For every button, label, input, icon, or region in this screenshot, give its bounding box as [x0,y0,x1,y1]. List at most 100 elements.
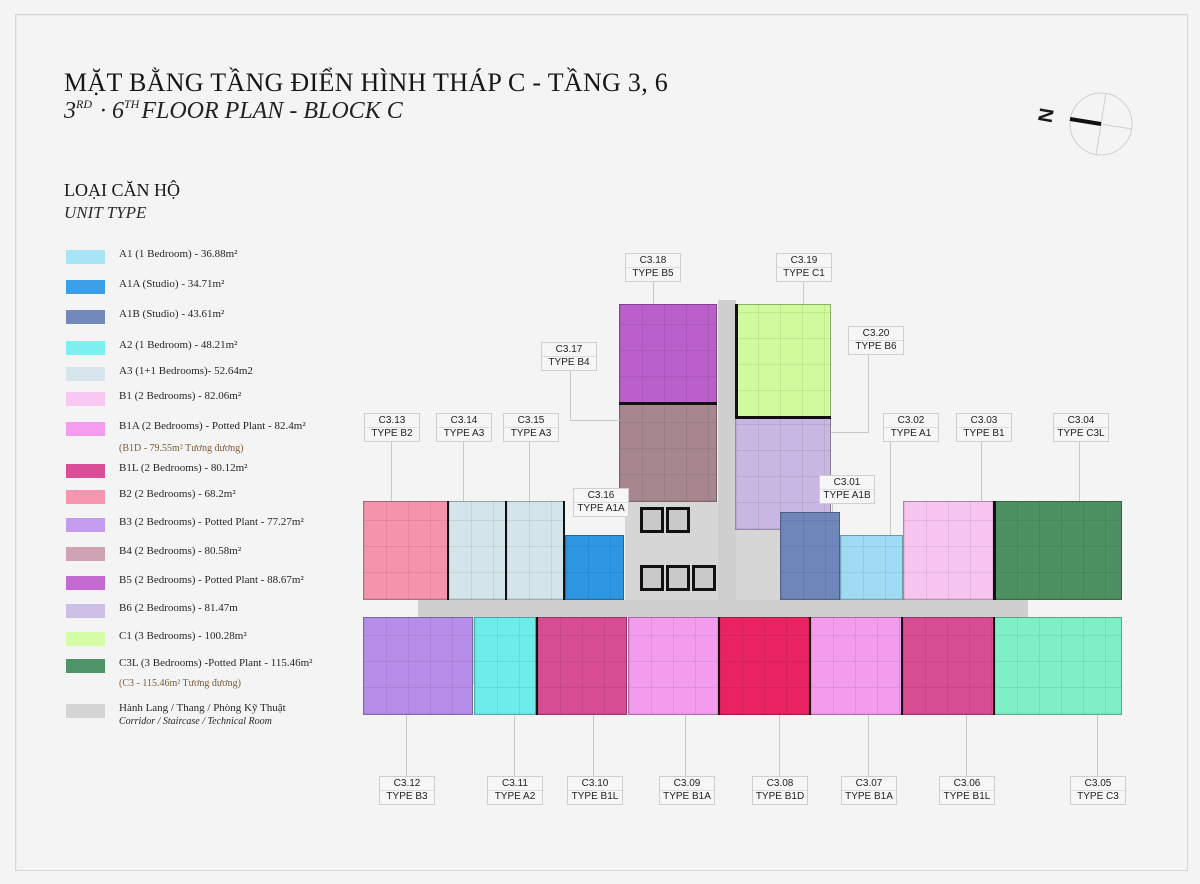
page-title-en: 3RD · 6THFLOOR PLAN - BLOCK C [64,97,403,125]
unit-type: TYPE B1D [755,791,805,802]
unit-c3-11[interactable] [474,617,536,715]
elevator [666,565,690,591]
leader-line [981,438,982,501]
leader-line [653,277,654,304]
wall [536,617,538,715]
legend-swatch [66,604,105,618]
unit-c3-08[interactable] [719,617,810,715]
staircase [736,530,780,600]
legend-label: B1 (2 Bedrooms) - 82.06m² [119,390,242,402]
legend-label: B1L (2 Bedrooms) - 80.12m² [119,462,248,474]
wall [718,617,720,715]
unit-type: TYPE B6 [855,341,897,352]
unit-c3-16[interactable] [565,535,624,600]
unit-number: C3.06 [940,778,994,791]
unit-c3-20[interactable] [735,418,831,530]
main-corridor [418,600,1028,617]
unit-type: TYPE C1 [783,268,825,279]
unit-c3-05[interactable] [994,617,1122,715]
wall [809,617,811,715]
legend-swatch [66,464,105,478]
floor-suffix: TH [124,97,140,111]
unit-number: C3.08 [753,778,807,791]
legend-label: C3L (3 Bedrooms) -Potted Plant - 115.46m… [119,657,313,669]
unit-c3-09[interactable] [628,617,719,715]
wall [993,501,996,600]
unit-c3-01[interactable] [780,512,840,600]
wall [735,304,738,416]
leader-line [570,366,571,420]
legend-swatch [66,280,105,294]
north-compass-icon [1068,91,1134,157]
legend-note-c3: (C3 - 115.46m² Tương đương) [119,678,241,689]
unit-c3-12[interactable] [363,617,473,715]
unit-type: TYPE B1A [663,791,711,802]
unit-number: C3.04 [1054,415,1108,428]
unit-type: TYPE B3 [386,791,428,802]
wall [447,501,449,600]
leader-line [831,432,869,433]
unit-number: C3.09 [660,778,714,791]
unit-type: TYPE B4 [548,357,590,368]
unit-c3-10[interactable] [537,617,627,715]
legend-label: A3 (1+1 Bedrooms)- 52.64m2 [119,365,253,377]
unit-type: TYPE B5 [632,268,674,279]
unit-type: TYPE B1L [571,791,619,802]
unit-c3-04[interactable] [994,501,1122,600]
unit-type: TYPE B1 [963,428,1005,439]
legend-swatch [66,367,105,381]
leader-line [832,500,833,512]
unit-number: C3.18 [626,255,680,268]
leader-line [529,438,530,501]
unit-c3-02[interactable] [840,535,903,600]
unit-type: TYPE B1L [943,791,991,802]
unit-c3-03[interactable] [903,501,994,600]
legend-label: A1A (Studio) - 34.71m² [119,278,225,290]
unit-number: C3.02 [884,415,938,428]
legend-label: A2 (1 Bedroom) - 48.21m² [119,339,238,351]
leader-line [514,715,515,777]
legend-swatch [66,490,105,504]
legend-swatch [66,341,105,355]
wall [619,402,717,405]
unit-c3-06[interactable] [902,617,994,715]
unit-number: C3.16 [574,490,628,503]
legend-swatch [66,310,105,324]
legend-label: B4 (2 Bedrooms) - 80.58m² [119,545,242,557]
unit-c3-18[interactable] [619,304,717,404]
legend-swatch [66,659,105,673]
legend-swatch [66,518,105,532]
unit-type: TYPE A1A [577,503,625,514]
unit-type: TYPE A2 [494,791,536,802]
leader-line [868,352,869,432]
leader-line [685,715,686,777]
legend-label: Hành Lang / Thang / Phòng Kỹ Thuật [119,702,286,714]
legend-label: B6 (2 Bedrooms) - 81.47m [119,602,238,614]
page-title-vi: MẶT BẰNG TẦNG ĐIỂN HÌNH THÁP C - TẦNG 3,… [64,68,669,97]
leader-line [570,420,620,421]
wall [563,501,565,600]
unit-number: C3.10 [568,778,622,791]
unit-type: TYPE C3 [1077,791,1119,802]
wall [505,501,507,600]
vertical-corridor [718,300,736,600]
unit-c3-07[interactable] [810,617,902,715]
unit-c3-19[interactable] [735,304,831,418]
unit-number: C3.12 [380,778,434,791]
unit-number: C3.05 [1071,778,1125,791]
legend-swatch [66,704,105,718]
legend-heading-en: UNIT TYPE [64,203,147,222]
unit-c3-14[interactable] [448,501,506,600]
unit-c3-13[interactable] [363,501,448,600]
unit-c3-15[interactable] [506,501,564,600]
unit-c3-17[interactable] [619,404,717,502]
